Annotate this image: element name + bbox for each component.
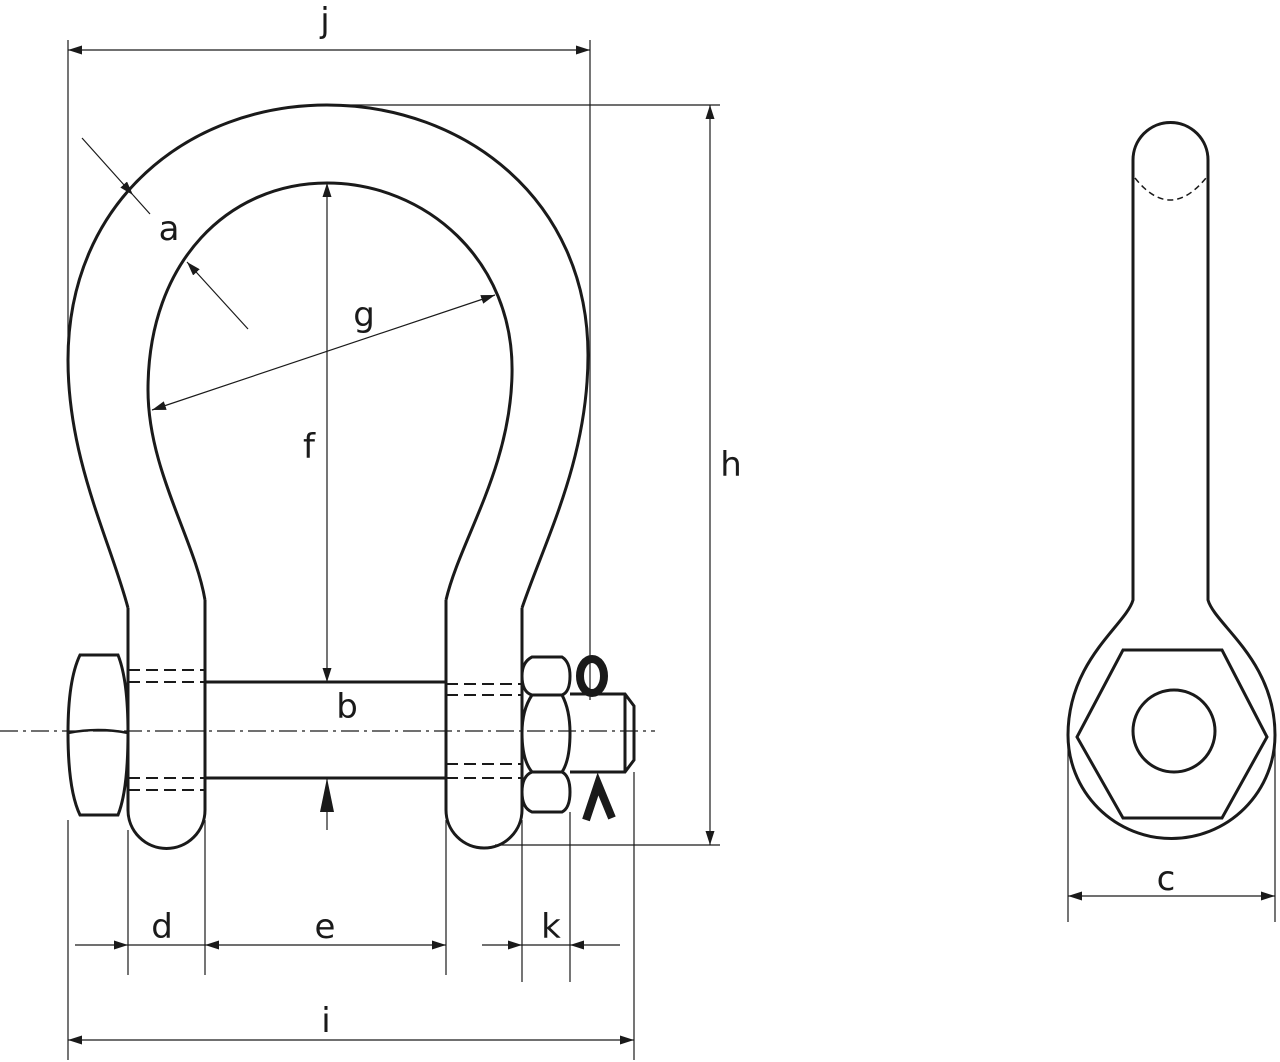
side-view: c: [1066, 121, 1277, 922]
label-i: i: [321, 1001, 330, 1041]
label-b: b: [336, 687, 358, 727]
nut: [520, 655, 572, 814]
label-k: k: [541, 907, 561, 947]
dimension-f: f b: [303, 183, 358, 830]
label-j: j: [319, 1, 329, 41]
dimension-g: g: [151, 294, 496, 411]
label-c: c: [1157, 859, 1176, 899]
pin: [128, 669, 636, 791]
cotter-pin: [576, 655, 616, 822]
label-h: h: [720, 445, 742, 485]
label-f: f: [303, 427, 316, 467]
label-e: e: [315, 907, 336, 947]
shackle-bow: [66, 103, 590, 850]
dimension-h: h: [327, 104, 742, 846]
bottom-dimensions: d e k i: [67, 772, 635, 1060]
bolt-head: [66, 653, 130, 817]
dimension-a: a: [81, 137, 249, 330]
label-g: g: [353, 295, 375, 335]
label-d: d: [151, 907, 173, 947]
dimension-j: j: [67, 1, 591, 700]
label-a: a: [159, 209, 180, 249]
